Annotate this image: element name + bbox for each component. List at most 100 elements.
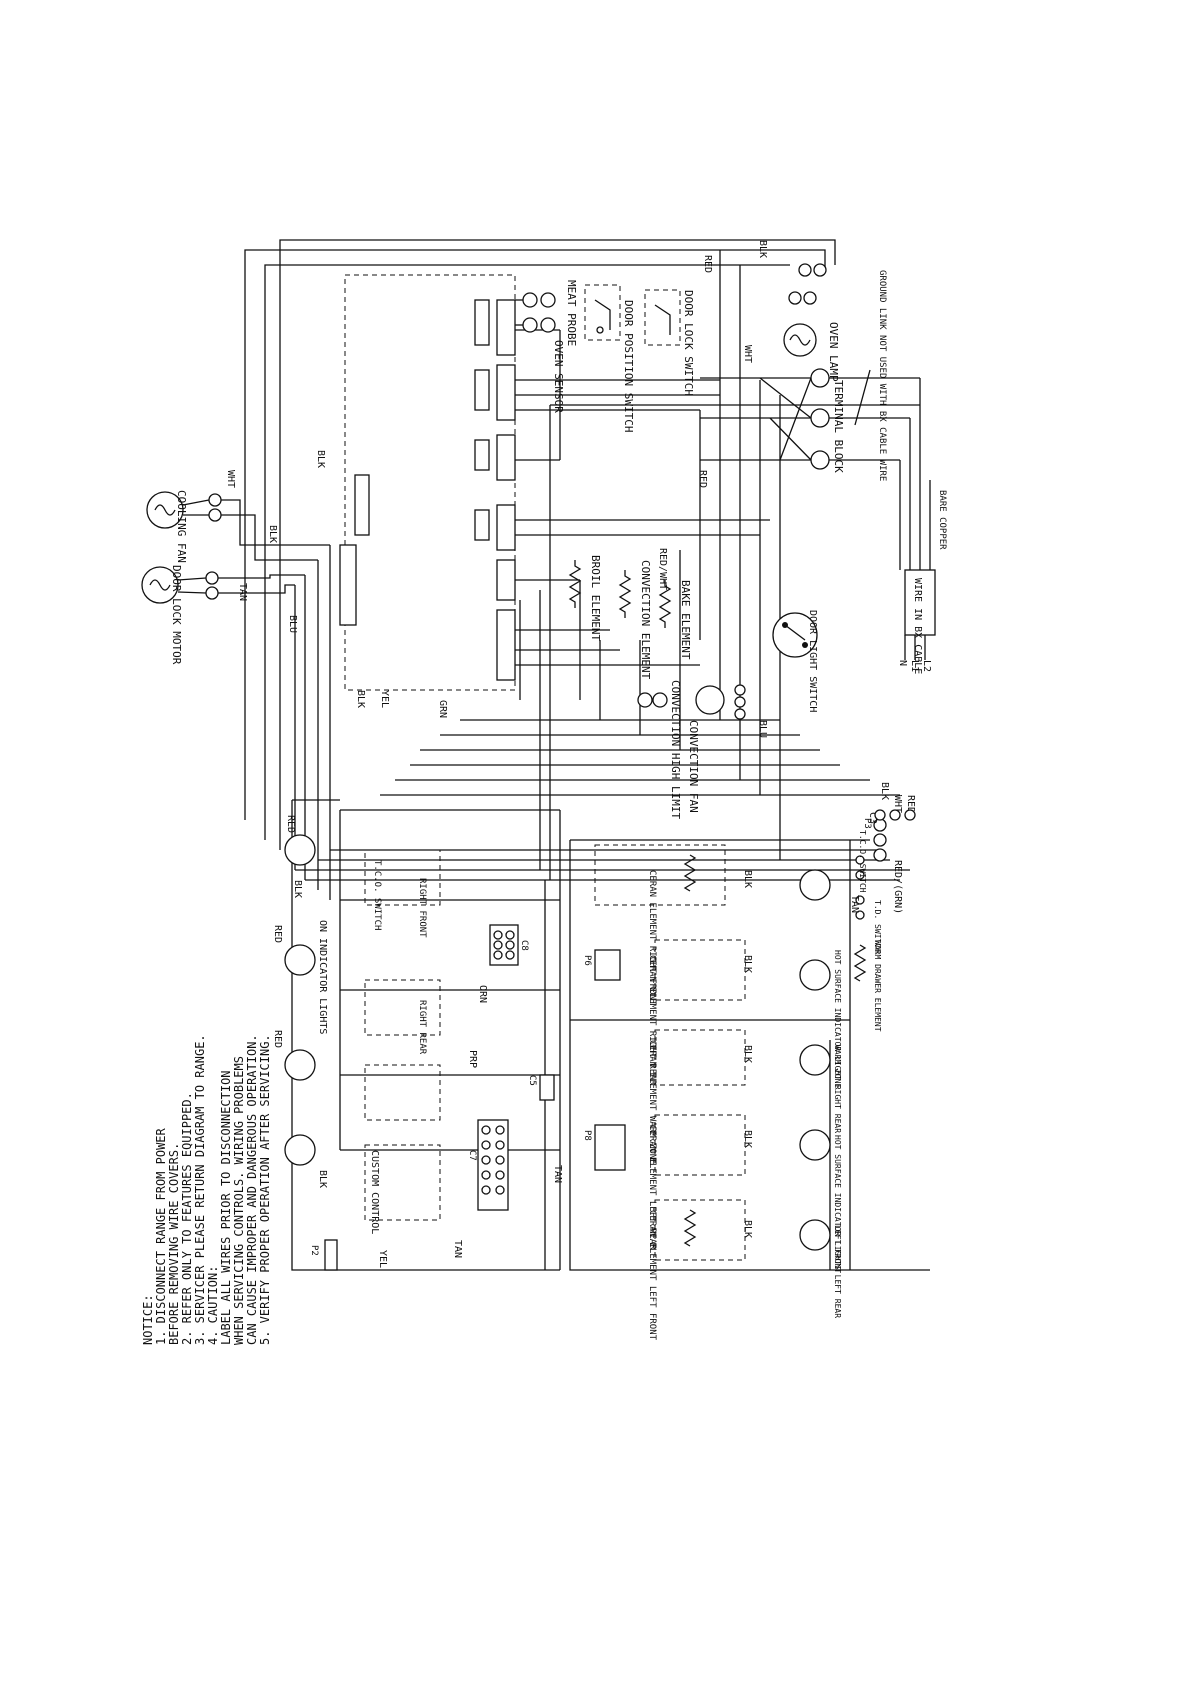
door-lock-switch: DOOR LOCK SWITCH <box>644 289 695 396</box>
door-position-switch: DOOR POSITION SWITCH <box>584 284 635 432</box>
meat-probe-label: MEAT PROBE <box>565 280 578 346</box>
oven-lamp: OVEN LAMP <box>783 263 840 382</box>
door-lock-motor-label: DOOR LOCK MOTOR <box>170 565 183 665</box>
wire-label-blk-6: BLK <box>742 870 753 888</box>
notice-line-3: 2. REFER ONLY TO FEATURES EQUIPPED. <box>180 1092 194 1345</box>
td-switch-label: T.D. SWITCH <box>873 900 882 953</box>
convection-element-label: CONVECTION ELEMENT <box>639 560 652 680</box>
wire-label-blk-9: BLK <box>742 1130 753 1148</box>
hot-surface-lights: HOT SURFACE INDICATOR LIGHT RIGHT REAR W… <box>799 869 842 1318</box>
broil-element-label: BROIL ELEMENT <box>589 555 602 641</box>
wire-label-red-6: RED <box>697 470 708 488</box>
convection-element: CONVECTION ELEMENT <box>618 560 652 680</box>
connector-c8: C8 <box>489 924 529 966</box>
wire-label-blk-2: BLK <box>267 525 278 543</box>
ceran-elements: CERAN ELEMENT RIGHT FRONT CERAN ELEMENT … <box>594 844 746 1341</box>
wire-label-blk-5: BLK <box>355 690 366 708</box>
conn-l2: L2 <box>921 660 932 672</box>
custom-control-label: CUSTOM CONTROL <box>369 1150 380 1234</box>
cooling-fan: COOLING FAN <box>146 490 222 563</box>
wire-label-blk-8: BLK <box>742 1045 753 1063</box>
wire-label-prp-1: PRP <box>467 1050 478 1068</box>
wire-label-wht-2: WHT <box>742 345 753 363</box>
wire-label-grn-1: GRN <box>437 700 448 718</box>
terminal-block: TERMINAL BLOCK GROUND LINK NOT USED WITH… <box>700 270 920 481</box>
wire-label-tan-3: TAN <box>452 1240 463 1258</box>
ceran-rr-label: CERAN ELEMENT RIGHT REAR <box>647 955 657 1086</box>
door-lock-motor: DOOR LOCK MOTOR <box>141 565 219 665</box>
wire-label-tan-2: TAN <box>849 895 860 913</box>
connector-p2: P2 <box>309 1239 338 1271</box>
ground-note: GROUND LINK NOT USED WITH BX CABLE WIRE <box>877 270 887 481</box>
door-lock-switch-label: DOOR LOCK SWITCH <box>682 290 695 396</box>
convection-fan-label: CONVECTION FAN <box>687 720 700 813</box>
wire-label-red-grn: RED/(GRN) <box>892 860 903 914</box>
tco-switch-label: T.C.O. SWITCH <box>372 860 382 930</box>
wire-label-red-c3: RED <box>905 795 916 813</box>
warm-zone-label: WARM ZONE <box>833 1045 842 1089</box>
connector-c7: C7 <box>467 1119 509 1211</box>
broil-element: BROIL ELEMENT <box>568 555 602 641</box>
wire-label-blk-1: BLK <box>315 450 326 468</box>
right-front-label: RIGHT FRONT <box>417 878 427 938</box>
surface-switches: RIGHT FRONT RIGHT REAR CUSTOM CONTROL T.… <box>364 849 441 1234</box>
wire-label-blk-10: BLK <box>742 1220 753 1238</box>
c8-label: C8 <box>519 940 529 951</box>
bx-cable-label: WIRE IN BX CABLE <box>912 578 923 674</box>
notice-line-2: BEFORE REMOVING WIRE COVERS. <box>167 1143 181 1345</box>
oven-sensor-label: OVEN SENSOR <box>552 340 565 413</box>
tco-switch-label-2: T.C.O. SWITCH <box>858 830 867 893</box>
ceran-rf-label: CERAN ELEMENT RIGHT FRONT <box>647 870 657 1006</box>
notice-line-8: CAN CAUSE IMPROPER AND DANGEROUS OPERATI… <box>245 1034 259 1345</box>
wire-label-blu-1: BLU <box>287 615 298 633</box>
wire-label-blk-7: BLK <box>742 955 753 973</box>
c3-label: C3 <box>867 812 878 824</box>
notice-line-6: LABEL ALL WIRES PRIOR TO DISCONNECTION <box>219 1070 233 1345</box>
bare-copper-label: BARE COPPER <box>937 490 947 550</box>
notice-line-1: 1. DISCONNECT RANGE FROM POWER <box>154 1127 168 1345</box>
wire-label-red-wht: RED/WHT <box>657 548 668 590</box>
bake-element: BAKE ELEMENT <box>658 580 692 660</box>
c7-label: C7 <box>467 1150 477 1161</box>
notice-line-4: 3. SERVICER PLEASE RETURN DIAGRAM TO RAN… <box>193 1034 207 1345</box>
convection-high-limit-label: CONVECTION HIGH LIMIT <box>669 680 682 819</box>
wire-label-blu-2: BLU <box>757 720 768 738</box>
cooling-fan-label: COOLING FAN <box>175 490 188 563</box>
notice-line-5: 4. CAUTION: <box>206 1266 220 1345</box>
warm-drawer-label: WARM DRAWER ELEMENT <box>873 940 882 1032</box>
notice-line-9: 5. VERIFY PROPER OPERATION AFTER SERVICI… <box>258 1034 272 1345</box>
wire-label-red-2: RED <box>285 815 296 833</box>
wire-label-yel-1: YEL <box>377 1250 388 1268</box>
wire-label-blk-3: BLK <box>292 880 303 898</box>
connector-p3: P3 <box>862 809 916 829</box>
p8-label: P8 <box>582 1130 592 1141</box>
door-light-switch-label: DOOR LIGHT SWITCH <box>807 610 818 712</box>
cooktop-wiring <box>291 799 930 1271</box>
indicator-lights-label: ON INDICATOR LIGHTS <box>317 920 328 1034</box>
hot-surface-left-label: HOT SURFACE INDICATOR LIGHTS LEFT REAR <box>833 1135 842 1318</box>
connector-c3: C3 BLK WHT RED <box>867 782 916 862</box>
indicator-lights: ON INDICATOR LIGHTS RED RED RED BLK BLK <box>272 815 328 1188</box>
door-light-switch: DOOR LIGHT SWITCH <box>772 610 818 712</box>
bake-element-label: BAKE ELEMENT <box>679 580 692 660</box>
notice-block: NOTICE: 1. DISCONNECT RANGE FROM POWER B… <box>141 1034 272 1345</box>
left-front-label: LEFT FRONT <box>833 1225 842 1273</box>
bx-cable: WIRE IN BX CABLE BARE COPPER N L1 L2 <box>897 378 947 674</box>
hot-surface-right-label: HOT SURFACE INDICATOR LIGHT RIGHT REAR <box>833 950 842 1133</box>
oven-wiring: UI3 E3 <box>244 239 920 900</box>
oven-lamp-label: OVEN LAMP <box>827 322 840 382</box>
c5-label: C5 <box>527 1075 537 1086</box>
wire-label-blk-4: BLK <box>317 1170 328 1188</box>
ceran-lf-label: CERAN ELEMENT LEFT FRONT <box>647 1210 657 1341</box>
wire-label-blk-11: BLK <box>757 240 768 258</box>
conn-l1: L1 <box>909 660 920 672</box>
wire-label-yel-2: YEL <box>379 690 390 708</box>
conn-n: N <box>897 660 908 666</box>
convection-fan: CONVECTION FAN <box>687 684 746 813</box>
wire-label-orn-1: ORN <box>477 985 488 1003</box>
connector-p6: P6 <box>582 949 621 981</box>
ceran-wz-label: CERAN ELEMENT WARM ZONE <box>647 1040 657 1165</box>
notice-title: NOTICE: <box>141 1294 155 1345</box>
wire-label-tan-1: TAN <box>237 583 248 601</box>
